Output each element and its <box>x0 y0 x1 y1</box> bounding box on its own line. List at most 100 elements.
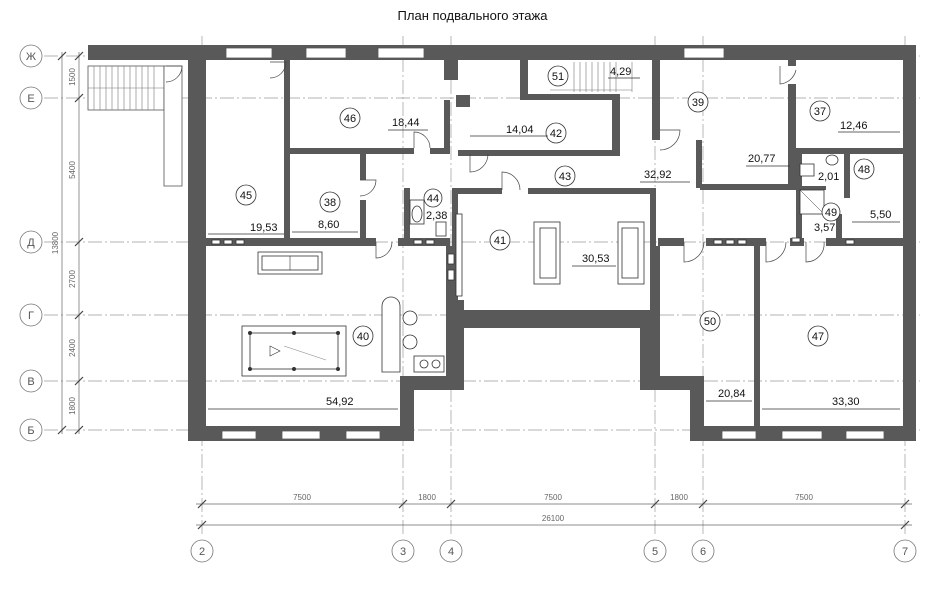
svg-text:32,92: 32,92 <box>644 169 672 181</box>
svg-text:1800: 1800 <box>670 493 688 502</box>
external-staircase <box>87 65 183 187</box>
svg-text:1800: 1800 <box>68 397 77 415</box>
svg-text:20,77: 20,77 <box>748 153 776 165</box>
svg-text:5,50: 5,50 <box>870 209 891 221</box>
vertical-dimensions: 1500 5400 2700 2400 1800 13800 <box>51 51 84 435</box>
svg-text:6: 6 <box>700 546 706 558</box>
doors <box>165 61 825 263</box>
plan-title: План подвального этажа <box>397 8 548 23</box>
svg-text:54,92: 54,92 <box>326 396 354 408</box>
svg-text:47: 47 <box>812 331 824 343</box>
svg-text:14,04: 14,04 <box>506 124 534 136</box>
svg-text:46: 46 <box>344 113 356 125</box>
column-axis-markers: 2 3 4 5 6 7 <box>190 539 917 563</box>
axis-marker-e: Е <box>19 86 43 110</box>
room-44: 44 2,38 <box>423 188 447 222</box>
room-48: 48 2,01 <box>818 158 875 183</box>
room-49: 49 3,57 <box>814 202 841 234</box>
axis-marker-5: 5 <box>643 539 667 563</box>
svg-text:48: 48 <box>858 164 870 176</box>
toilet-icon <box>409 199 447 237</box>
svg-text:37: 37 <box>814 106 826 118</box>
svg-text:42: 42 <box>550 128 562 140</box>
svg-text:2,38: 2,38 <box>426 210 447 222</box>
svg-text:Ж: Ж <box>26 51 36 63</box>
svg-text:20,84: 20,84 <box>718 388 746 400</box>
svg-text:Д: Д <box>27 237 35 249</box>
svg-text:13800: 13800 <box>51 231 60 254</box>
internal-staircase <box>550 62 633 92</box>
svg-text:43: 43 <box>559 171 571 183</box>
svg-text:Е: Е <box>27 93 34 105</box>
svg-text:7500: 7500 <box>544 493 562 502</box>
svg-text:4: 4 <box>448 546 454 558</box>
svg-text:18,44: 18,44 <box>392 117 420 129</box>
armchair-left-icon <box>533 221 561 285</box>
room-47: 47 33,30 <box>762 325 900 410</box>
svg-text:4,29: 4,29 <box>610 66 631 78</box>
svg-text:Г: Г <box>28 310 34 322</box>
svg-text:26100: 26100 <box>542 514 565 523</box>
svg-text:40: 40 <box>357 331 369 343</box>
room-area-5-50: 5,50 <box>852 209 900 223</box>
svg-text:45: 45 <box>240 190 252 202</box>
svg-text:39: 39 <box>692 97 704 109</box>
horizontal-dimensions: 7500 1800 7500 1800 7500 26100 <box>196 493 912 530</box>
svg-text:7500: 7500 <box>293 493 311 502</box>
bottom-windows <box>221 430 885 440</box>
svg-text:5: 5 <box>652 546 658 558</box>
axis-marker-d: Д <box>19 230 43 254</box>
room-51: 51 4,29 <box>547 65 640 87</box>
svg-text:12,46: 12,46 <box>840 120 868 132</box>
svg-text:49: 49 <box>825 207 837 219</box>
svg-text:19,53: 19,53 <box>250 222 278 234</box>
axis-marker-3: 3 <box>391 539 415 563</box>
room-labels: 51 4,29 46 18,44 42 14,04 39 20,77 3 <box>208 65 900 410</box>
svg-text:30,53: 30,53 <box>582 253 610 265</box>
room-42: 42 14,04 <box>470 122 567 144</box>
axis-marker-6: 6 <box>691 539 715 563</box>
room-38: 38 8,60 <box>292 191 358 233</box>
room-43: 43 32,92 <box>554 165 690 187</box>
room-46: 46 18,44 <box>339 107 428 131</box>
svg-text:5400: 5400 <box>68 161 77 179</box>
room-39: 39 20,77 <box>687 91 790 167</box>
room-41: 41 30,53 <box>489 229 616 267</box>
axis-marker-zh: Ж <box>19 44 43 68</box>
svg-text:2400: 2400 <box>68 339 77 357</box>
svg-text:7500: 7500 <box>795 493 813 502</box>
axis-marker-7: 7 <box>893 539 917 563</box>
room-37: 37 12,46 <box>809 100 900 133</box>
svg-text:2,01: 2,01 <box>818 171 839 183</box>
svg-text:38: 38 <box>324 197 336 209</box>
axis-marker-2: 2 <box>190 539 214 563</box>
room-40: 40 54,92 <box>208 325 398 410</box>
furniture <box>211 154 855 377</box>
room-50: 50 20,84 <box>699 310 752 402</box>
svg-text:В: В <box>27 376 34 388</box>
billiard-table-icon <box>241 325 347 377</box>
top-windows <box>225 47 725 59</box>
svg-text:7: 7 <box>902 546 908 558</box>
svg-text:33,30: 33,30 <box>832 396 860 408</box>
svg-text:3: 3 <box>400 546 406 558</box>
svg-text:41: 41 <box>494 235 506 247</box>
svg-text:51: 51 <box>552 71 564 83</box>
axis-marker-v: В <box>19 369 43 393</box>
svg-text:50: 50 <box>704 316 716 328</box>
room-45: 45 19,53 <box>208 184 284 235</box>
svg-text:44: 44 <box>427 193 439 205</box>
shower-icon <box>799 189 825 215</box>
axis-marker-b: Б <box>19 418 43 442</box>
svg-text:Б: Б <box>27 425 34 437</box>
sofa-icon <box>257 251 323 275</box>
armchair-right-icon <box>617 221 645 285</box>
svg-text:2700: 2700 <box>68 270 77 288</box>
svg-text:2: 2 <box>199 546 205 558</box>
sink-icon <box>799 154 839 177</box>
axis-marker-g: Г <box>19 303 43 327</box>
bar-counter-icon <box>381 296 445 373</box>
svg-text:8,60: 8,60 <box>318 219 339 231</box>
row-axis-markers: Ж Е Д Г В Б <box>19 44 43 442</box>
